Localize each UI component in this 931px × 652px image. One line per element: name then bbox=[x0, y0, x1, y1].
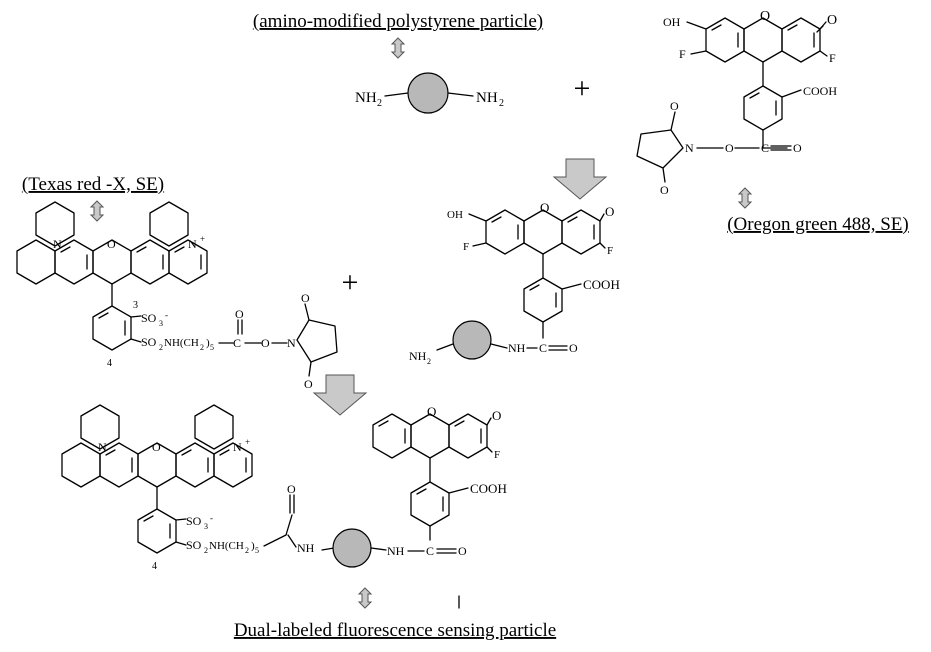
svg-text:C: C bbox=[233, 336, 241, 350]
double-arrow-icon bbox=[90, 200, 104, 222]
svg-text:O: O bbox=[304, 377, 313, 391]
svg-text:): ) bbox=[251, 540, 255, 552]
svg-text:O: O bbox=[261, 336, 270, 350]
svg-text:O: O bbox=[725, 141, 734, 155]
svg-text:O: O bbox=[760, 9, 770, 24]
svg-text:SO: SO bbox=[141, 311, 157, 325]
svg-text:2: 2 bbox=[499, 98, 504, 109]
reaction-arrow-icon bbox=[553, 158, 607, 200]
svg-text:NH: NH bbox=[387, 544, 405, 558]
svg-text:N: N bbox=[685, 141, 694, 155]
oregon-green-structure: O OH F O F COOH C O O N O O bbox=[636, 9, 837, 197]
svg-text:4: 4 bbox=[152, 561, 157, 572]
svg-text:-: - bbox=[165, 310, 168, 320]
svg-text:4: 4 bbox=[107, 358, 112, 369]
svg-text:O: O bbox=[492, 408, 501, 423]
svg-text:COOH: COOH bbox=[470, 481, 507, 496]
svg-text:NH: NH bbox=[409, 349, 427, 363]
svg-text:+: + bbox=[245, 437, 250, 447]
svg-text:): ) bbox=[206, 337, 210, 349]
svg-text:COOH: COOH bbox=[803, 84, 837, 98]
plus-sign: + bbox=[574, 72, 591, 105]
svg-text:O: O bbox=[793, 141, 802, 155]
svg-text:-: - bbox=[210, 513, 213, 523]
svg-text:NH: NH bbox=[355, 90, 377, 106]
svg-text:C: C bbox=[539, 341, 547, 355]
svg-text:NH: NH bbox=[476, 90, 498, 106]
svg-text:N: N bbox=[287, 336, 296, 350]
amino-particle: NH 2 NH 2 bbox=[355, 72, 504, 114]
svg-text:N: N bbox=[233, 440, 242, 454]
svg-text:O: O bbox=[287, 482, 296, 496]
oregon-labeled-particle: O OH F O F COOH C O NH NH 2 bbox=[409, 200, 620, 366]
svg-text:NH(CH: NH(CH bbox=[209, 540, 244, 552]
svg-text:O: O bbox=[569, 341, 578, 355]
svg-text:F: F bbox=[607, 245, 613, 257]
svg-text:SO: SO bbox=[186, 514, 202, 528]
label-final-particle: Dual-labeled fluorescence sensing partic… bbox=[234, 620, 556, 641]
svg-text:O: O bbox=[235, 307, 244, 321]
svg-text:2: 2 bbox=[377, 98, 382, 109]
svg-text:NH: NH bbox=[297, 541, 315, 555]
double-arrow-icon bbox=[738, 187, 752, 209]
svg-text:2: 2 bbox=[427, 357, 431, 366]
svg-text:F: F bbox=[463, 241, 469, 253]
svg-text:N: N bbox=[98, 440, 107, 454]
svg-text:3: 3 bbox=[204, 522, 208, 531]
texas-red-structure: N N + O 3 SO 3 - SO 2 NH(CH 2 ) 5 C O O … bbox=[16, 201, 338, 391]
svg-text:O: O bbox=[670, 99, 679, 113]
svg-text:O: O bbox=[605, 204, 614, 219]
plus-sign: + bbox=[342, 266, 359, 299]
svg-text:O: O bbox=[458, 544, 467, 558]
svg-text:F: F bbox=[679, 47, 686, 61]
final-particle-structure: N N + O SO 3 - SO 2 NH(CH 2 ) 5 O NH 4 bbox=[61, 404, 507, 572]
svg-text:N: N bbox=[188, 237, 197, 251]
label-amino-particle: (amino-modified polystyrene particle) bbox=[253, 11, 543, 32]
label-texas-red: (Texas red -X, SE) bbox=[22, 174, 164, 195]
svg-text:F: F bbox=[829, 51, 836, 65]
svg-text:C: C bbox=[426, 544, 434, 558]
svg-text:F: F bbox=[494, 449, 500, 461]
svg-text:2: 2 bbox=[200, 343, 204, 352]
svg-text:NH: NH bbox=[508, 341, 526, 355]
svg-text:3: 3 bbox=[159, 319, 163, 328]
svg-text:COOH: COOH bbox=[583, 277, 620, 292]
svg-text:O: O bbox=[301, 291, 310, 305]
svg-text:C: C bbox=[761, 141, 769, 155]
svg-text:O: O bbox=[427, 404, 436, 419]
particle-bead bbox=[332, 528, 372, 568]
particle-bead bbox=[452, 320, 492, 360]
svg-text:SO: SO bbox=[186, 538, 202, 552]
svg-text:O: O bbox=[540, 200, 549, 215]
svg-text:OH: OH bbox=[663, 15, 681, 29]
svg-text:O: O bbox=[152, 440, 161, 454]
svg-text:O: O bbox=[827, 13, 837, 28]
svg-text:O: O bbox=[107, 237, 116, 251]
svg-text:2: 2 bbox=[204, 546, 208, 555]
svg-text:5: 5 bbox=[210, 343, 214, 352]
svg-text:2: 2 bbox=[245, 546, 249, 555]
label-oregon-green: (Oregon green 488, SE) bbox=[727, 214, 909, 235]
svg-text:5: 5 bbox=[255, 546, 259, 555]
svg-text:N: N bbox=[53, 237, 62, 251]
svg-text:NH(CH: NH(CH bbox=[164, 337, 199, 349]
reaction-arrow-icon bbox=[313, 374, 367, 416]
svg-text:OH: OH bbox=[447, 209, 463, 221]
double-arrow-icon bbox=[358, 587, 372, 609]
svg-text:SO: SO bbox=[141, 335, 157, 349]
svg-text:2: 2 bbox=[159, 343, 163, 352]
svg-text:3: 3 bbox=[133, 300, 138, 311]
double-arrow-icon bbox=[391, 37, 405, 59]
svg-text:O: O bbox=[660, 183, 669, 197]
particle-bead bbox=[407, 72, 449, 114]
svg-text:+: + bbox=[200, 234, 205, 244]
